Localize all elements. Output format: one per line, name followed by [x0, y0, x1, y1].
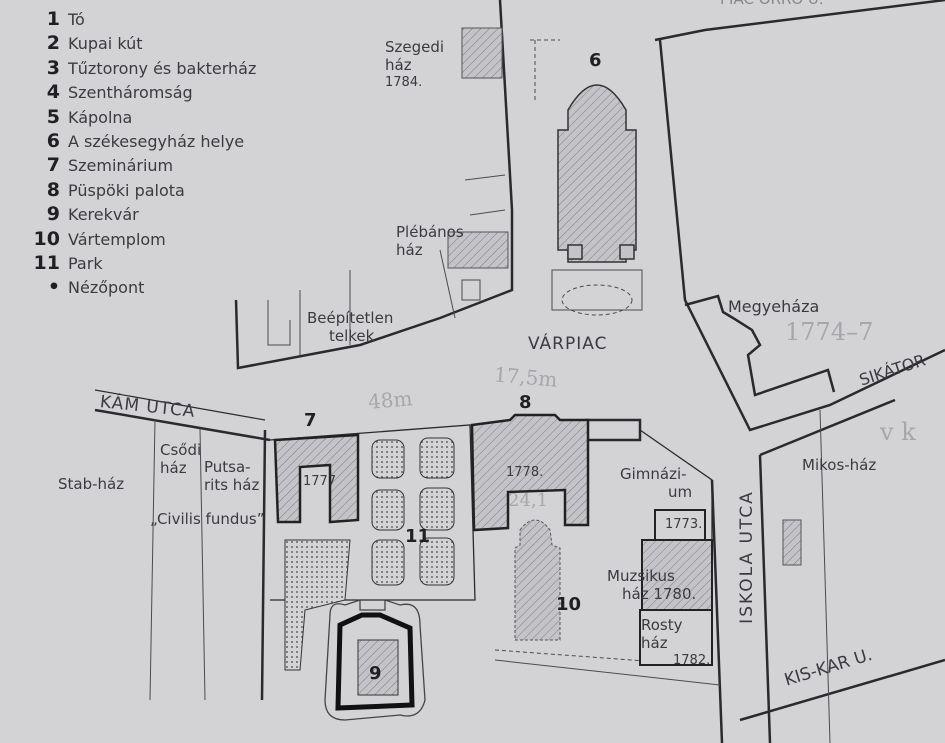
legend-label: Tűztorony és bakterház	[68, 58, 257, 78]
pencil-note: v k	[880, 418, 916, 446]
legend-number: 11	[33, 251, 60, 274]
label-stab-haz: Stab-ház	[58, 475, 125, 493]
legend-label: Tó	[68, 10, 85, 29]
legend-label: Vártemplom	[68, 229, 166, 249]
legend-item: 1 Tó	[30, 8, 256, 32]
legend-label: Kerekvár	[68, 205, 139, 225]
legend-label: Püspöki palota	[68, 180, 185, 200]
label-line: ház	[396, 241, 423, 259]
map-legend: 1 Tó 2 Kupai kút 3 Tűztorony és bakterház 4…	[30, 8, 257, 301]
pencil-note: 48m	[367, 386, 414, 414]
label-palace-year: 1778.	[506, 465, 544, 480]
label-gimnazium-year: 1773.	[665, 517, 703, 532]
legend-number: 7	[46, 154, 60, 177]
legend-item: 10 Vártemplom	[30, 228, 256, 252]
label-line: um	[668, 483, 693, 501]
label-seminar-year: 1777	[303, 474, 337, 489]
label-line: ház 1780.	[622, 585, 697, 603]
pencil-note: 24,1	[508, 490, 549, 511]
label-line: Putsa-	[204, 458, 251, 476]
legend-number: 4	[46, 81, 60, 104]
legend-item: 5 Kápolna	[30, 106, 256, 130]
street-label-iskola-utca: ISKOLA UTCA	[736, 490, 757, 624]
map-number-11: 11	[405, 526, 431, 547]
label-line: Beépítetlen	[307, 309, 394, 327]
legend-item-viewpoint: • Nézőpont	[30, 276, 256, 300]
legend-label: Park	[68, 253, 103, 273]
map-number-9: 9	[369, 663, 382, 684]
legend-item: 3 Tűztorony és bakterház	[30, 56, 257, 81]
legend-label: Szeminárium	[68, 156, 174, 176]
street-label-varpiac: VÁRPIAC	[528, 334, 608, 354]
legend-number: 3	[46, 56, 60, 79]
legend-number: 2	[46, 32, 60, 55]
map-number-7: 7	[304, 410, 317, 431]
pencil-note: 1774–7	[785, 318, 874, 346]
legend-label: Kupai kút	[68, 34, 143, 54]
label-line: rits ház	[204, 476, 260, 494]
label-line: ház	[385, 56, 412, 74]
legend-label: Szentháromság	[68, 83, 193, 103]
legend-number: 10	[33, 227, 60, 250]
label-line: Plébános	[396, 223, 464, 241]
legend-item: 8 Püspöki palota	[30, 179, 256, 203]
label-line: 1782.	[673, 653, 711, 668]
label-gimnazium: Gimnázi-um	[620, 465, 692, 501]
legend-number: 1	[46, 8, 60, 30]
legend-item: 4 Szentháromság	[30, 81, 256, 105]
label-line: Gimnázi-	[620, 465, 687, 483]
label-line: Szegedi	[385, 38, 445, 56]
label-mikos-haz: Mikos-ház	[802, 456, 877, 474]
map-number-6: 6	[589, 50, 602, 71]
label-megyehaza: Megyeháza	[728, 297, 820, 316]
street-label-top: PIAC ORRÓ U.	[720, 0, 824, 8]
legend-number: 8	[46, 178, 60, 201]
label-civilis-fundus: „Civilis fundus”	[150, 510, 265, 528]
legend-label: Kápolna	[68, 107, 133, 127]
label-putsarits-haz: Putsa-rits ház	[204, 458, 259, 494]
label-line: Csődi	[160, 441, 202, 459]
label-line: ház	[160, 459, 187, 477]
legend-label: Nézőpont	[68, 278, 145, 298]
label-line: Rosty	[641, 616, 683, 634]
legend-number: 6	[46, 129, 60, 152]
map-number-8: 8	[519, 392, 532, 413]
label-line: ház	[641, 634, 668, 652]
legend-item: 6 A székesegyház helye	[30, 130, 256, 154]
label-line: 1784.	[385, 75, 423, 90]
legend-label: A székesegyház helye	[68, 131, 245, 151]
legend-number: 5	[46, 105, 60, 128]
map-number-10: 10	[556, 594, 582, 615]
viewpoint-dot-icon: •	[47, 276, 60, 299]
label-line: telkek	[329, 327, 375, 345]
legend-item: 9 Kerekvár	[30, 203, 256, 227]
legend-item: 7 Szeminárium	[30, 154, 256, 178]
legend-number: 9	[46, 203, 60, 226]
legend-item: 2 Kupai kút	[30, 32, 256, 56]
legend-item: 11 Park	[30, 252, 256, 276]
label-line: Muzsikus	[607, 567, 675, 585]
